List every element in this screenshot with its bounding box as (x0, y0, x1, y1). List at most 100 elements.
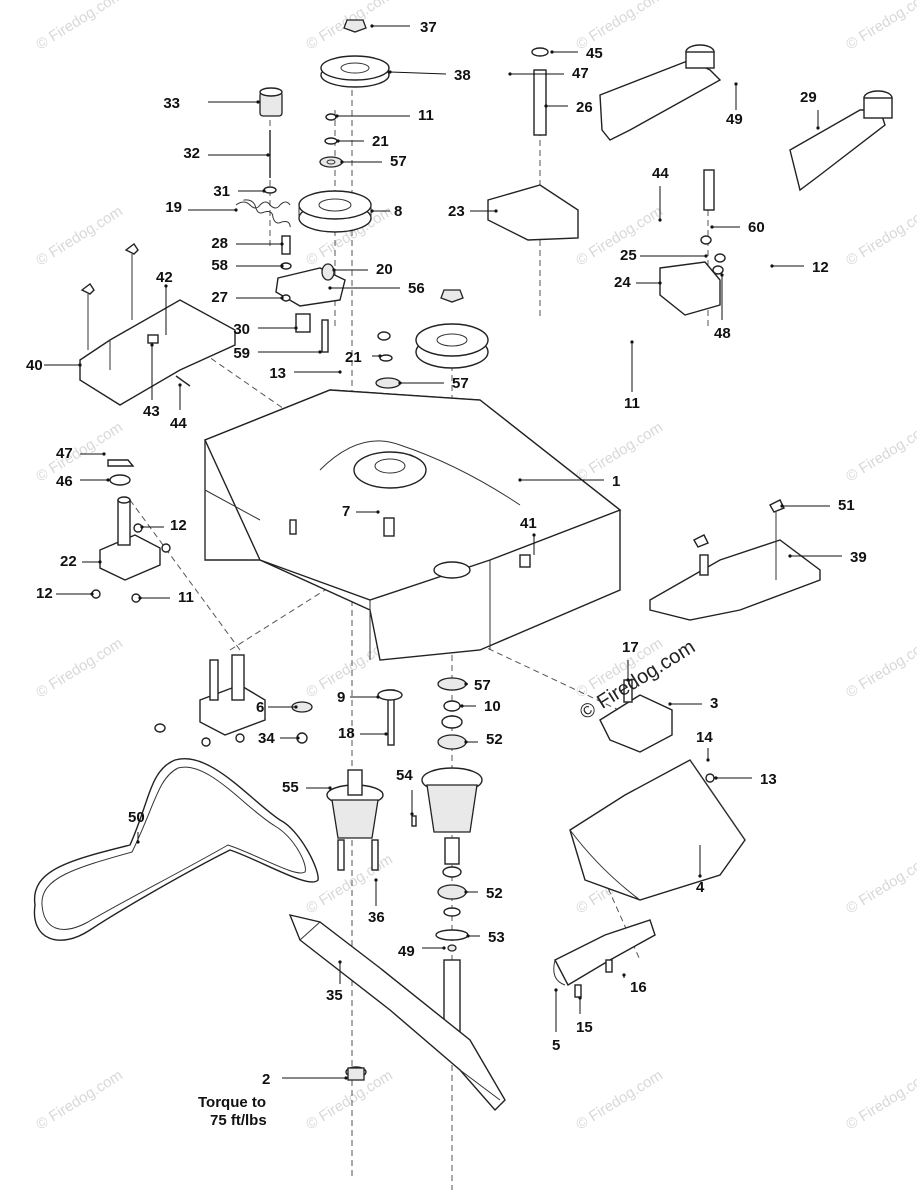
leader-dot (138, 596, 142, 600)
callout-26: 26 (576, 99, 593, 116)
leader-dot (544, 104, 548, 108)
leader-dot (280, 242, 284, 246)
callout-17: 17 (622, 639, 639, 656)
mower-deck (204, 389, 622, 661)
callout-55: 55 (282, 779, 299, 796)
callout-24: 24 (614, 274, 631, 291)
leader-dot (374, 878, 378, 882)
watermark-tile: © Firedog.com (33, 0, 126, 53)
callout-30: 30 (233, 321, 250, 338)
callout-10: 10 (484, 698, 501, 715)
leader-dot (340, 160, 344, 164)
leader-dot (658, 218, 662, 222)
callout-1: 1 (612, 473, 620, 490)
leader-dot (234, 208, 238, 212)
leader-dot (90, 592, 94, 596)
watermark-tile: © Firedog.com (843, 203, 917, 270)
callout-21: 21 (372, 133, 389, 150)
pulley-top-assembly (320, 19, 390, 88)
callout-8: 8 (394, 203, 402, 220)
callout-13: 13 (760, 771, 777, 788)
callout-22: 22 (60, 553, 77, 570)
callout-53: 53 (488, 929, 505, 946)
callout-41: 41 (520, 515, 537, 532)
leader-dot (554, 988, 558, 992)
spring-assembly (235, 87, 292, 302)
callout-5: 5 (552, 1037, 560, 1054)
callout-52: 52 (486, 885, 503, 902)
callout-4: 4 (696, 879, 705, 896)
watermark-tile: © Firedog.com (843, 635, 917, 702)
leader-dot (256, 100, 260, 104)
callout-21: 21 (345, 349, 362, 366)
leader-dot (622, 973, 626, 977)
callout-39: 39 (850, 549, 867, 566)
leader-dot (578, 996, 582, 1000)
leader-dot (294, 326, 298, 330)
watermark-tile: © Firedog.com (33, 419, 126, 486)
discharge-chute (569, 759, 746, 901)
leader-line (389, 71, 447, 75)
callout-47: 47 (56, 445, 73, 462)
callout-11: 11 (178, 589, 194, 606)
leader-dot (816, 126, 820, 130)
leader-dot (658, 281, 662, 285)
leader-dot (460, 704, 464, 708)
callout-44: 44 (170, 415, 187, 432)
leader-dot (668, 702, 672, 706)
leader-dot (266, 153, 270, 157)
callout-11: 11 (624, 395, 640, 412)
watermark-tile: © Firedog.com (303, 851, 396, 918)
watermark-tile: © Firedog.com (843, 419, 917, 486)
callout-7: 7 (342, 503, 350, 520)
leader-dot (78, 363, 82, 367)
watermark-tile: © Firedog.com (33, 635, 126, 702)
leader-dot (518, 478, 522, 482)
leader-dot (704, 254, 708, 258)
callout-32: 32 (183, 145, 200, 162)
watermark-tile: © Firedog.com (843, 1067, 917, 1134)
callout-labels: 1234567891011121314151617181920212223242… (26, 19, 867, 1088)
callout-16: 16 (630, 979, 647, 996)
leader-dot (630, 340, 634, 344)
leader-dot (164, 284, 168, 288)
leader-dot (370, 209, 374, 213)
leader-dot (294, 705, 298, 709)
chute-bracket (599, 679, 673, 753)
callout-29: 29 (800, 89, 817, 106)
callout-50: 50 (128, 809, 145, 826)
callout-12: 12 (36, 585, 53, 602)
left-bracket (91, 459, 171, 603)
callout-47: 47 (572, 65, 589, 82)
leader-dot (280, 296, 284, 300)
leader-dot (344, 1076, 348, 1080)
callout-9: 9 (337, 689, 345, 706)
leader-dot (296, 736, 300, 740)
callout-23: 23 (448, 203, 465, 220)
lower-left-bracket (154, 654, 313, 747)
callout-45: 45 (586, 45, 603, 62)
callout-12: 12 (170, 517, 187, 534)
watermark-tile: © Firedog.com (573, 1067, 666, 1134)
leader-dot (466, 934, 470, 938)
leader-dot (262, 189, 266, 193)
leader-dot (328, 786, 332, 790)
pulley-right (375, 289, 489, 389)
leader-dot (398, 381, 402, 385)
top-right-brackets (487, 44, 893, 316)
leader-dot (370, 24, 374, 28)
callout-14: 14 (696, 729, 713, 746)
leader-dot (336, 139, 340, 143)
callout-34: 34 (258, 730, 275, 747)
leader-dot (106, 478, 110, 482)
leader-dot (388, 70, 392, 74)
callout-2: 2 (262, 1071, 270, 1088)
leader-dot (332, 268, 336, 272)
callout-6: 6 (256, 699, 264, 716)
callout-37: 37 (420, 19, 437, 36)
callout-49: 49 (726, 111, 743, 128)
leader-dot (376, 695, 380, 699)
leader-dot (706, 758, 710, 762)
callout-42: 42 (156, 269, 173, 286)
watermark-tile: © Firedog.com (33, 1067, 126, 1134)
